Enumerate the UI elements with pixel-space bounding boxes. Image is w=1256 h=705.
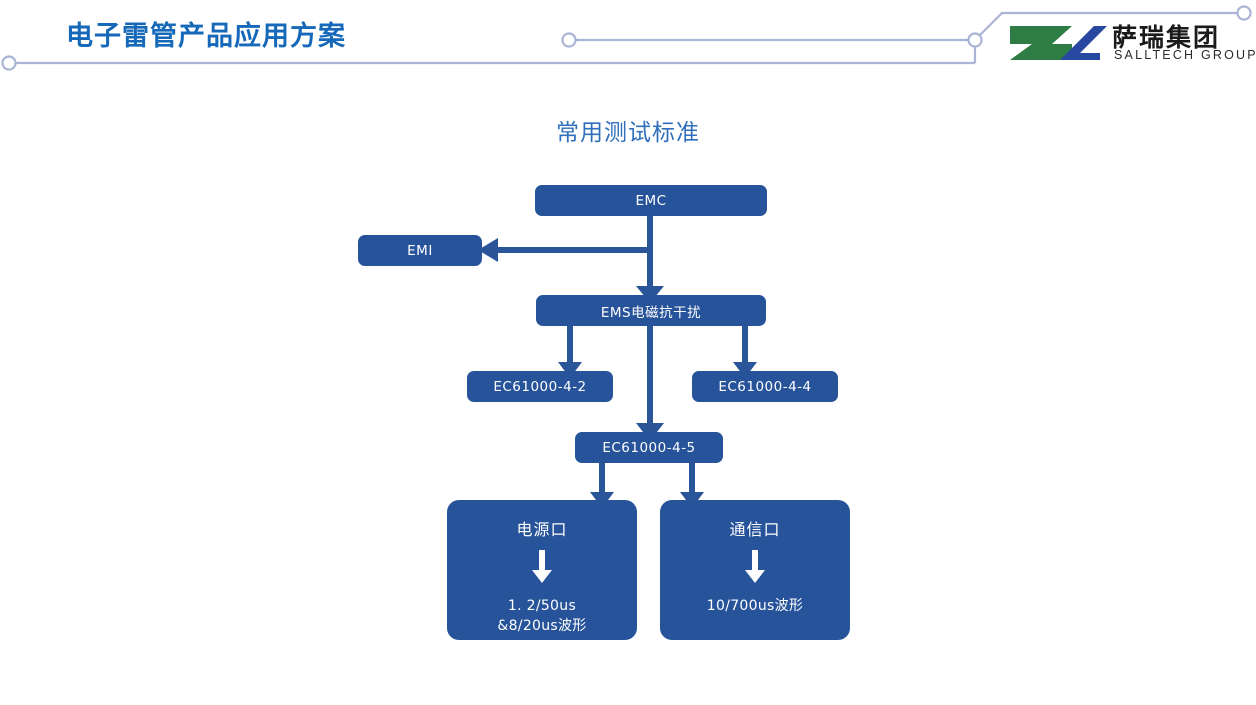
power-caption-line2: &8/20us波形 xyxy=(497,618,587,635)
comm-caption-line1: 10/700us波形 xyxy=(706,598,804,614)
slide-heading: 常用测试标准 xyxy=(556,119,700,145)
node-emc[interactable]: EMC xyxy=(535,185,767,216)
salltech-sz-logo-mark xyxy=(1010,26,1107,60)
node-ems[interactable]: EMS电磁抗干扰 xyxy=(536,295,766,326)
arrowhead-to-ems xyxy=(636,286,664,303)
node-comm-port-title: 通信口 xyxy=(729,520,781,539)
arrowhead-to-iec44 xyxy=(733,362,757,378)
node-power-port[interactable]: 电源口 1. 2/50us &8/20us波形 xyxy=(447,500,637,640)
node-power-port-caption: 1. 2/50us &8/20us波形 xyxy=(497,596,586,637)
node-comm-port-caption: 10/700us波形 xyxy=(707,596,803,616)
logo-company-name-cn: 萨瑞集团 xyxy=(1112,23,1221,52)
power-caption-line1: 1. 2/50us xyxy=(507,598,577,614)
node-power-port-title: 电源口 xyxy=(516,520,568,539)
logo-blue-diagonal xyxy=(1060,26,1107,60)
logo-company-name-en: SALLTECH GROUP xyxy=(1114,48,1256,62)
node-iec61000-4-2[interactable]: EC61000-4-2 xyxy=(467,371,613,402)
down-arrow-icon xyxy=(532,550,552,583)
down-arrow-icon xyxy=(745,550,765,583)
node-comm-port[interactable]: 通信口 10/700us波形 xyxy=(660,500,850,640)
logo-green-shape xyxy=(1010,26,1072,60)
arrowhead-to-iec42 xyxy=(558,362,582,378)
node-emi[interactable]: EMI xyxy=(358,235,482,266)
logo-blue-foot xyxy=(1070,53,1100,60)
node-iec61000-4-5[interactable]: EC61000-4-5 xyxy=(575,432,723,463)
arrowhead-to-emi xyxy=(478,238,498,262)
company-logo: 萨瑞集团 SALLTECH GROUP xyxy=(1008,18,1256,70)
node-iec61000-4-4[interactable]: EC61000-4-4 xyxy=(692,371,838,402)
page-title: 电子雷管产品应用方案 xyxy=(66,21,346,51)
